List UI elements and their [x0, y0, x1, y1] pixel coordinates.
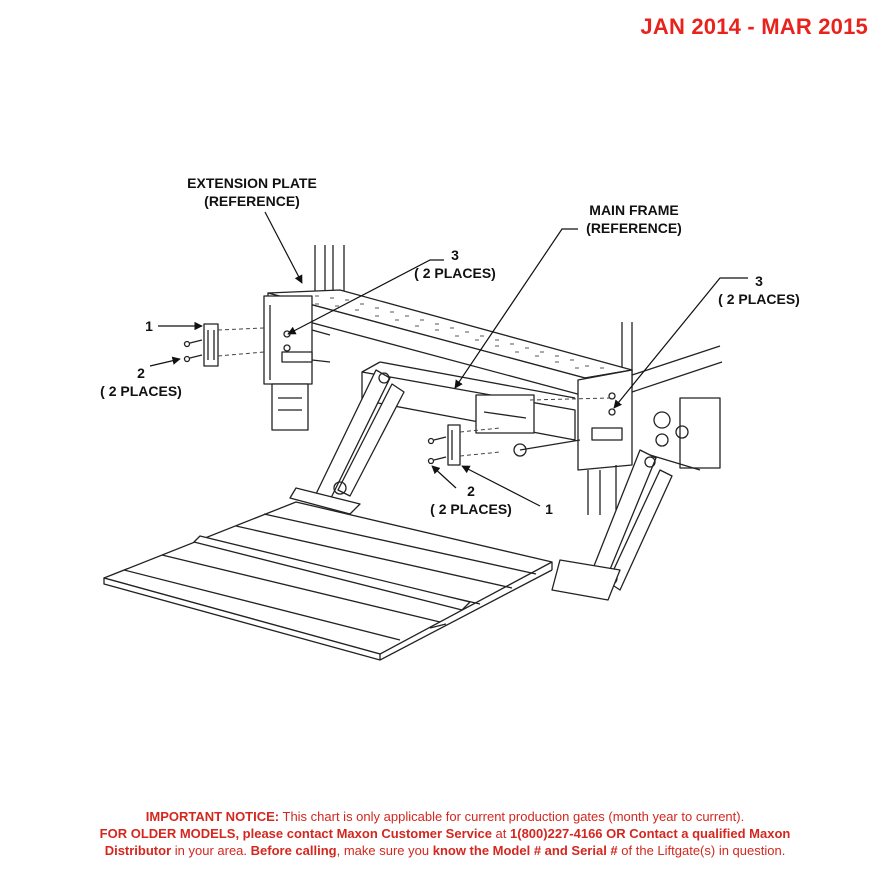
notice-text: This chart is only applicable for curren… — [279, 809, 745, 824]
callout-item-3-left: 3 ( 2 PLACES) — [400, 246, 510, 282]
notice-line-1: IMPORTANT NOTICE: This chart is only app… — [20, 808, 870, 825]
notice-model-serial: know the Model # and Serial # — [432, 843, 618, 858]
vehicle-frame — [631, 345, 723, 471]
main-frame — [361, 361, 581, 457]
item-quantity: ( 2 PLACES) — [100, 383, 182, 399]
notice-text: of the Liftgate(s) in question. — [617, 843, 786, 858]
platform — [103, 501, 553, 661]
extension-plate-reference: (REFERENCE) — [204, 193, 300, 209]
extension-plate-title: EXTENSION PLATE — [187, 175, 317, 191]
important-notice: IMPORTANT NOTICE: This chart is only app… — [20, 808, 870, 859]
right-end-bracket — [577, 369, 633, 515]
callout-item-3-right: 3 ( 2 PLACES) — [704, 272, 814, 308]
left-end-bracket — [263, 295, 331, 431]
notice-text: at — [491, 826, 511, 841]
item-quantity: ( 2 PLACES) — [430, 501, 512, 517]
main-frame-title: MAIN FRAME — [589, 202, 679, 218]
callout-item-2-center: 2 ( 2 PLACES) — [416, 482, 526, 518]
notice-distributor: Distributor — [104, 843, 172, 858]
main-frame-label: MAIN FRAME (REFERENCE) — [572, 201, 696, 237]
notice-heading: IMPORTANT NOTICE: — [145, 809, 280, 824]
item-number: 3 — [451, 247, 459, 263]
notice-text: in your area. — [171, 843, 251, 858]
notice-older-models: FOR OLDER MODELS, please contact Maxon C… — [99, 826, 492, 841]
item-quantity: ( 2 PLACES) — [414, 265, 496, 281]
notice-phone: 1(800)227-4166 OR Contact a qualified Ma… — [510, 826, 791, 841]
item-number: 2 — [137, 365, 145, 381]
item-number: 3 — [755, 273, 763, 289]
extension-plate-label: EXTENSION PLATE (REFERENCE) — [170, 174, 334, 210]
notice-line-2: FOR OLDER MODELS, please contact Maxon C… — [20, 825, 870, 842]
left-bumper-and-bolts — [183, 323, 219, 367]
center-bumper-and-bolts — [427, 424, 461, 466]
left-lift-arms — [289, 369, 405, 515]
notice-text: , make sure you — [336, 843, 433, 858]
right-lift-arms — [551, 449, 673, 601]
leader-lines — [149, 211, 748, 507]
date-range-title: JAN 2014 - MAR 2015 — [640, 14, 868, 39]
callout-item-1-left: 1 — [145, 318, 153, 334]
item-number: 2 — [467, 483, 475, 499]
notice-before-calling: Before calling — [250, 843, 337, 858]
notice-line-3: Distributor in your area. Before calling… — [20, 842, 870, 859]
main-frame-reference: (REFERENCE) — [586, 220, 682, 236]
item-quantity: ( 2 PLACES) — [718, 291, 800, 307]
background-posts — [314, 245, 633, 370]
callout-item-2-left: 2 ( 2 PLACES) — [86, 364, 196, 400]
callout-item-1-center: 1 — [545, 501, 553, 517]
